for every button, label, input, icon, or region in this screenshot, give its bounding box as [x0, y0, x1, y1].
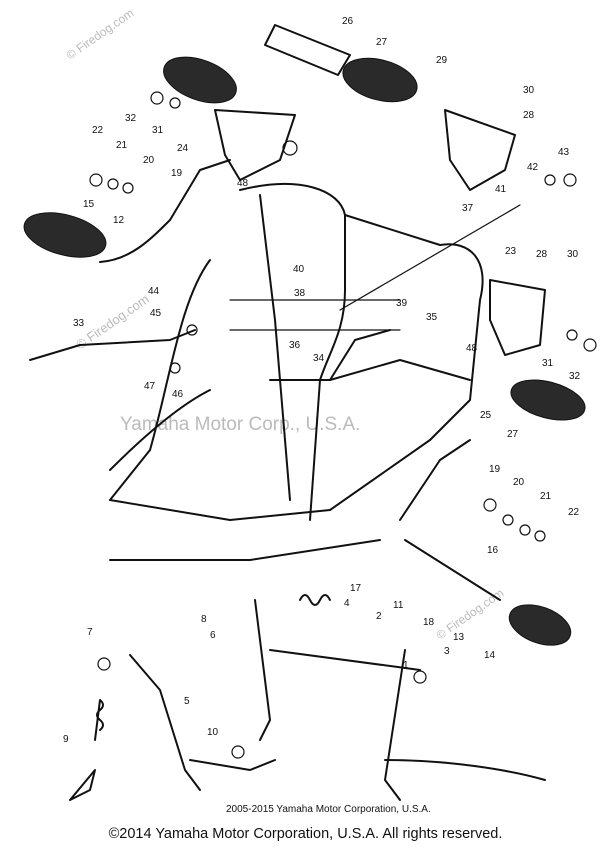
hardware-nuts [89, 91, 597, 759]
callout-1: 1 [403, 660, 409, 671]
callout-21: 21 [116, 140, 128, 151]
footrest-shaft-right [404, 539, 501, 601]
callout-12: 12 [113, 215, 125, 226]
footrest-shaft-front [99, 159, 231, 263]
callout-13: 13 [453, 632, 465, 643]
callout-28b: 28 [536, 249, 548, 260]
callout-22b: 22 [568, 507, 580, 518]
callout-10: 10 [207, 727, 219, 738]
parts-diagram: © Firedog.com © Firedog.com © Firedog.co… [23, 6, 597, 815]
callout-32b: 32 [569, 371, 581, 382]
watermark-firedog-top: © Firedog.com [64, 6, 137, 63]
callout-16: 16 [487, 545, 499, 556]
callout-37: 37 [462, 203, 474, 214]
callout-6: 6 [210, 630, 216, 641]
footrest-grip-right [510, 379, 586, 421]
callout-14: 14 [484, 650, 496, 661]
rear-footrest-bracket-right [444, 109, 516, 191]
callout-29: 29 [436, 55, 448, 66]
callout-36: 36 [289, 340, 301, 351]
callout-39: 39 [396, 298, 408, 309]
footrest-grip-upper-right [342, 57, 418, 103]
callout-31: 31 [152, 125, 164, 136]
spring-center-stand [299, 594, 331, 606]
front-arrow-icon [69, 769, 96, 801]
shift-lever [269, 329, 391, 381]
footrest-shaft-right-upper [399, 439, 471, 521]
callout-20b: 20 [513, 477, 525, 488]
callout-30: 30 [523, 85, 535, 96]
callout-28: 28 [523, 110, 535, 121]
inner-copyright: 2005-2015 Yamaha Motor Corporation, U.S.… [226, 804, 431, 815]
callout-48: 48 [237, 178, 249, 189]
callout-17: 17 [350, 583, 362, 594]
callout-48b: 48 [466, 343, 478, 354]
callout-33: 33 [73, 318, 85, 329]
footrest-grip-left [23, 212, 107, 258]
callout-35: 35 [426, 312, 438, 323]
callout-18: 18 [423, 617, 435, 628]
callout-2: 2 [376, 611, 382, 622]
rear-footrest-bracket-lower [489, 279, 546, 356]
callout-24: 24 [177, 143, 189, 154]
callout-8: 8 [201, 614, 207, 625]
callout-45: 45 [150, 308, 162, 319]
callout-23: 23 [505, 246, 517, 257]
callout-21b: 21 [540, 491, 552, 502]
callout-4: 4 [344, 598, 350, 609]
callout-15: 15 [83, 199, 95, 210]
callout-25: 25 [480, 410, 492, 421]
callout-20: 20 [143, 155, 155, 166]
callout-11: 11 [393, 600, 404, 611]
callout-26: 26 [342, 16, 354, 27]
callout-3: 3 [444, 646, 450, 657]
copyright-footer: ©2014 Yamaha Motor Corporation, U.S.A. A… [108, 826, 503, 842]
rear-footrest-bracket-left [214, 109, 298, 181]
callout-40: 40 [293, 264, 305, 275]
callout-42: 42 [527, 162, 539, 173]
watermark-layer: © Firedog.com © Firedog.com © Firedog.co… [64, 6, 507, 643]
callout-9: 9 [63, 734, 69, 745]
callout-46: 46 [172, 389, 184, 400]
callout-47: 47 [144, 381, 156, 392]
center-stand [254, 599, 546, 801]
callout-41: 41 [495, 184, 507, 195]
callout-layer: 1 2 3 4 5 6 7 8 9 10 11 12 13 14 15 16 1… [63, 16, 581, 745]
callout-27: 27 [376, 37, 388, 48]
callout-38: 38 [294, 288, 306, 299]
footrest-shaft-top [264, 24, 351, 76]
callout-32: 32 [125, 113, 137, 124]
callout-19b: 19 [489, 464, 501, 475]
watermark-yamaha: Yamaha Motor Corp., U.S.A. [120, 414, 360, 435]
watermark-firedog-mid: © Firedog.com [434, 586, 507, 643]
callout-7: 7 [87, 627, 93, 638]
side-stand [129, 654, 276, 791]
callout-30b: 30 [567, 249, 579, 260]
footrest-grip-lower [508, 604, 572, 646]
callout-44: 44 [148, 286, 160, 297]
rod-37 [339, 204, 521, 311]
spring-side-stand [94, 699, 104, 741]
callout-5: 5 [184, 696, 190, 707]
callout-43: 43 [558, 147, 570, 158]
callout-27b: 27 [507, 429, 519, 440]
callout-19: 19 [171, 168, 183, 179]
callout-22: 22 [92, 125, 104, 136]
callout-34: 34 [313, 353, 325, 364]
footrest-grip-upper-left [163, 56, 237, 104]
change-pedal [29, 329, 196, 361]
frame-assembly [109, 183, 484, 561]
callout-31b: 31 [542, 358, 554, 369]
